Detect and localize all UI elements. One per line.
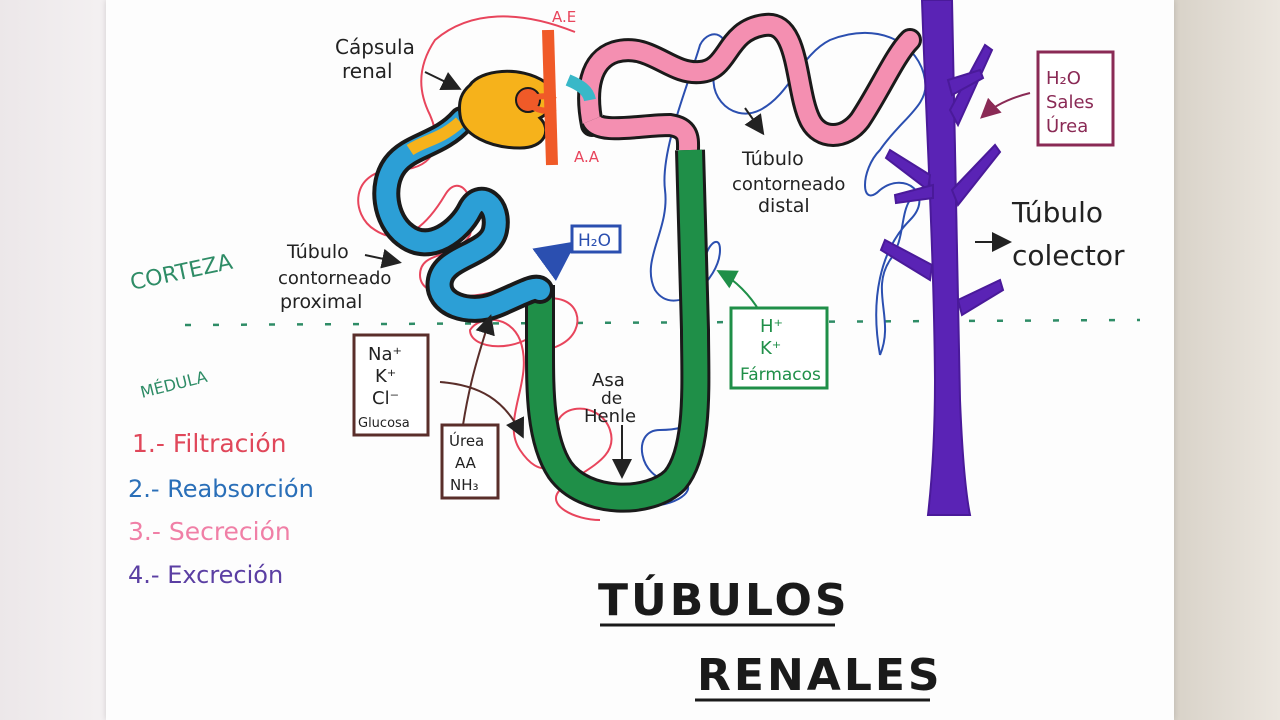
arrow-urea — [462, 314, 495, 426]
legend-filtracion: 1.- Filtración — [132, 429, 287, 458]
cortex-medulla-boundary — [184, 318, 1141, 327]
arrow-distal — [744, 107, 765, 136]
blue-line-right — [879, 199, 911, 356]
box-iones-k: K⁺ — [375, 366, 396, 387]
secretion-box — [729, 306, 829, 390]
label-ae: A.E — [552, 8, 576, 26]
arrow-proximal — [364, 248, 402, 269]
box-sec-k: K⁺ — [760, 338, 781, 359]
label-medula: MÉDULA — [138, 367, 209, 402]
box-exc-h2o: H₂O — [1046, 68, 1081, 89]
loop-of-henle — [525, 149, 711, 513]
label-capsula-2: renal — [342, 59, 393, 83]
box-sec-farmacos: Fármacos — [740, 365, 821, 385]
title-line-1: TÚBULOS — [598, 573, 850, 626]
label-aa: A.A — [574, 148, 600, 166]
background-left — [0, 0, 110, 720]
box-h2o-text: H₂O — [578, 231, 611, 251]
h2o-box — [570, 224, 622, 254]
box-iones-glucosa: Glucosa — [358, 416, 410, 431]
box-exc-sales: Sales — [1046, 92, 1094, 113]
label-tcp-3: proximal — [280, 291, 362, 313]
ions-box — [352, 333, 430, 437]
box-iones-cl: Cl⁻ — [372, 388, 399, 409]
label-tcd-1: Túbulo — [741, 148, 804, 170]
label-tcd-3: distal — [758, 195, 810, 217]
legend-reabsorcion: 2.- Reabsorción — [128, 475, 314, 503]
background-right — [1172, 0, 1280, 720]
label-tcp-2: contorneado — [278, 268, 391, 289]
label-asa-2: de — [601, 389, 622, 409]
label-tcp-1: Túbulo — [286, 241, 349, 263]
title-line-2: RENALES — [697, 650, 943, 701]
arrow-capsula — [424, 71, 462, 91]
collecting-duct — [879, 0, 1005, 516]
excretion-box — [1036, 50, 1115, 147]
label-colector-2: colector — [1012, 239, 1125, 272]
arrow-excrecion — [980, 92, 1031, 119]
box-exc-urea: Úrea — [1046, 115, 1088, 137]
arrow-h2o — [532, 241, 577, 281]
legend-secrecion: 3.- Secreción — [128, 517, 291, 546]
box-urea-nh3: NH₃ — [450, 476, 479, 494]
urea-box — [440, 423, 500, 500]
arrow-secrecion — [716, 270, 761, 313]
label-corteza: CORTEZA — [128, 250, 235, 296]
label-tcd-2: contorneado — [732, 174, 845, 195]
label-capsula-1: Cápsula — [335, 35, 415, 59]
arterioles — [526, 29, 596, 166]
box-urea-urea: Úrea — [449, 431, 484, 450]
box-urea-aa: AA — [455, 454, 477, 472]
label-asa-3: Henle — [584, 406, 636, 427]
legend-excrecion: 4.- Excreción — [128, 561, 283, 589]
box-iones-na: Na⁺ — [368, 344, 402, 365]
box-sec-h: H⁺ — [760, 316, 783, 337]
vasa-recta-blue — [579, 31, 927, 507]
arrow-iones — [439, 381, 524, 439]
label-asa-1: Asa — [592, 370, 625, 391]
label-colector-1: Túbulo — [1011, 196, 1103, 229]
